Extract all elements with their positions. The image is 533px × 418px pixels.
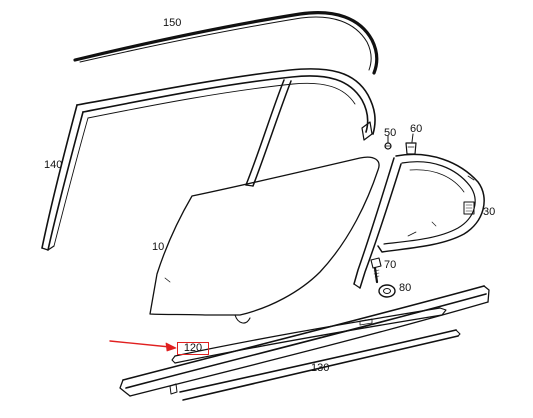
part-140-frame-seal[interactable]	[41, 68, 376, 251]
part-70-bolt[interactable]	[370, 257, 382, 284]
label-part-80: 80	[399, 282, 412, 294]
part-130-outer-belt-strip[interactable]	[119, 285, 490, 401]
label-part-60: 60	[410, 123, 423, 135]
part-30-quarter-seal[interactable]	[353, 153, 485, 289]
label-part-30: 30	[483, 206, 496, 218]
part-60-clip[interactable]	[405, 133, 417, 155]
label-part-50: 50	[384, 127, 397, 139]
label-part-70: 70	[384, 259, 397, 271]
part-80-grommet[interactable]	[378, 284, 396, 298]
part-50-screw[interactable]	[384, 135, 392, 150]
label-part-120-highlighted[interactable]: 120	[177, 342, 209, 355]
part-10-door-glass[interactable]	[149, 156, 380, 324]
part-150-roof-seal[interactable]	[73, 11, 379, 75]
callout-arrow	[109, 340, 177, 352]
label-part-140: 140	[44, 159, 63, 171]
label-part-130: 130	[311, 362, 330, 374]
label-part-10: 10	[152, 241, 165, 253]
label-part-150: 150	[163, 17, 182, 29]
part-120-inner-belt-strip[interactable]	[171, 307, 447, 364]
